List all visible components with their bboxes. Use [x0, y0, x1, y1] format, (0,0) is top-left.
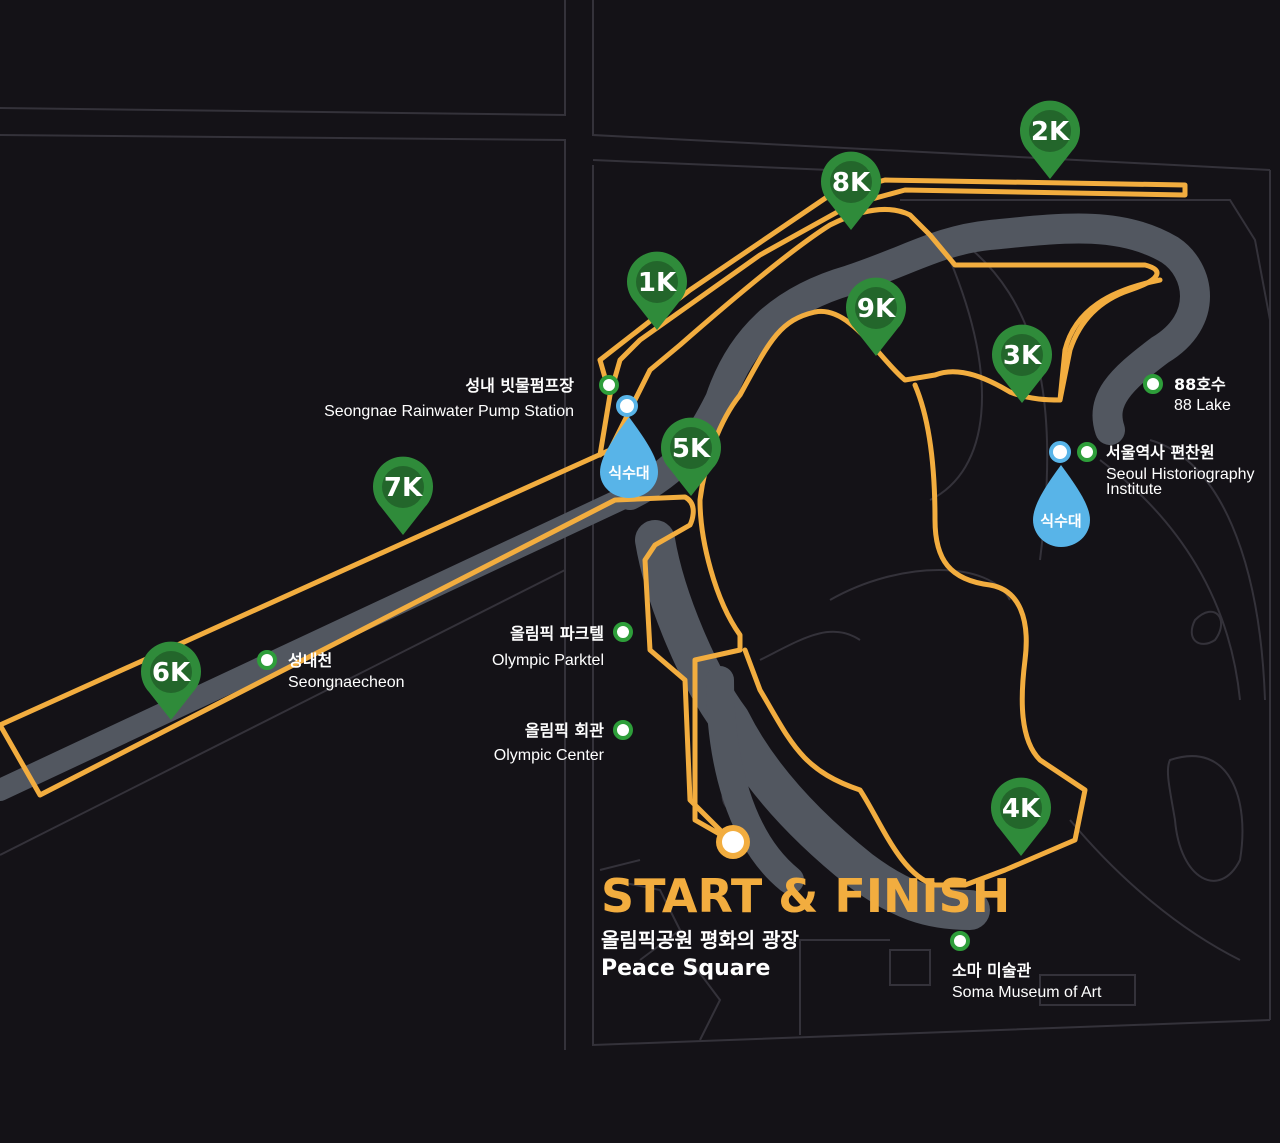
poi-seoul-historiography[interactable]: 서울역사 편찬원 Seoul Historiography Institute [1077, 442, 1255, 498]
poi-name-en: 88 Lake [1174, 397, 1231, 414]
km-marker-1k[interactable]: 1K [627, 251, 687, 330]
poi-dot-icon [257, 650, 277, 670]
km-marker-5k[interactable]: 5K [661, 417, 722, 496]
start-finish-title: START & FINISH [601, 869, 1010, 923]
poi-name-en: Seongnaecheon [288, 674, 405, 691]
km-marker-label: 6K [152, 658, 191, 688]
km-marker-label: 5K [672, 434, 711, 464]
start-finish-label: START & FINISH 올림픽공원 평화의 광장 Peace Square [601, 869, 1010, 981]
river [0, 213, 1210, 930]
water-drop-icon [600, 417, 658, 498]
map-pin-center [1001, 334, 1043, 376]
map-pin-center [636, 261, 678, 303]
start-finish-name-ko: 올림픽공원 평화의 광장 [601, 928, 800, 952]
map-pin-center [150, 651, 192, 693]
map-pin-center [830, 161, 872, 203]
poi-olympic-parktel[interactable]: 올림픽 파크텔 Olympic Parktel [492, 622, 633, 669]
poi-dot-icon [950, 931, 970, 951]
km-marker-label: 4K [1002, 794, 1041, 824]
poi-name-ko: 소마 미술관 [952, 961, 1031, 980]
poi-88-lake[interactable]: 88호수 88 Lake [1143, 374, 1231, 414]
km-marker-3k[interactable]: 3K [992, 324, 1052, 403]
km-marker-label: 9K [857, 294, 896, 324]
map-pin-center [1000, 787, 1042, 829]
start-finish-marker[interactable] [716, 825, 750, 859]
km-marker-label: 8K [832, 168, 871, 198]
water-station-label: 식수대 [608, 464, 649, 482]
poi-name-ko: 성내 빗물펌프장 [465, 376, 574, 395]
poi-name-en: Seoul Historiography [1106, 466, 1255, 483]
map-pin-center [855, 287, 897, 329]
km-marker-4k[interactable]: 4K [991, 777, 1052, 856]
poi-dot-icon [1143, 374, 1163, 394]
poi-dot-icon [613, 622, 633, 642]
poi-name-ko: 올림픽 파크텔 [510, 624, 604, 643]
poi-dot-icon [1077, 442, 1097, 462]
poi-dot-icon [613, 720, 633, 740]
water-station-2[interactable]: 식수대 [1033, 441, 1090, 547]
poi-olympic-center[interactable]: 올림픽 회관 Olympic Center [494, 720, 633, 764]
map-pin-center [382, 466, 424, 508]
poi-pump-station[interactable]: 성내 빗물펌프장 Seongnae Rainwater Pump Station [324, 375, 619, 420]
poi-seongnaecheon[interactable]: 성내천 Seongnaecheon [257, 650, 405, 691]
start-finish-name-en: Peace Square [601, 956, 770, 981]
poi-name-en: Olympic Center [494, 747, 605, 764]
km-marker-9k[interactable]: 9K [846, 277, 907, 356]
km-marker-label: 2K [1031, 117, 1070, 147]
water-drop-icon [1033, 465, 1090, 547]
water-station-label: 식수대 [1040, 512, 1081, 530]
map-pin-center [1029, 110, 1071, 152]
poi-name-en: Olympic Parktel [492, 652, 604, 669]
poi-name-en-line2: Institute [1106, 481, 1162, 498]
poi-name-ko: 올림픽 회관 [525, 721, 604, 740]
km-marker-8k[interactable]: 8K [821, 151, 882, 230]
km-markers: 1K 2K 3K 4K 5K 6K 7K 8K 9K [141, 100, 1080, 856]
race-route [0, 177, 1188, 888]
poi-soma-museum[interactable]: 소마 미술관 Soma Museum of Art [950, 931, 1102, 1001]
poi-name-en: Soma Museum of Art [952, 984, 1102, 1001]
km-marker-6k[interactable]: 6K [141, 641, 201, 720]
poi-name-ko: 88호수 [1174, 375, 1226, 394]
km-marker-2k[interactable]: 2K [1020, 100, 1080, 179]
km-marker-label: 7K [384, 473, 423, 503]
map-pin-center [670, 427, 712, 469]
water-station-1[interactable]: 식수대 [600, 395, 658, 498]
km-marker-label: 3K [1003, 341, 1042, 371]
poi-name-en: Seongnae Rainwater Pump Station [324, 403, 574, 420]
poi-name-ko: 서울역사 편찬원 [1106, 443, 1215, 462]
poi-dot-icon [599, 375, 619, 395]
km-marker-label: 1K [638, 268, 677, 298]
km-marker-7k[interactable]: 7K [373, 456, 434, 535]
poi-name-ko: 성내천 [288, 651, 332, 670]
